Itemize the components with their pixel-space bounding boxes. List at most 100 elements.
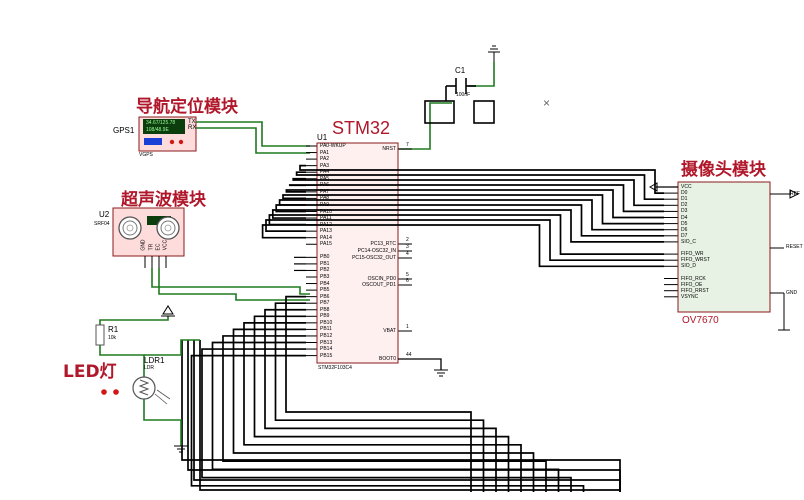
bus-wire-lower — [285, 295, 472, 492]
mcu-pin-label-pb9: PB9 — [320, 313, 330, 320]
mcu-pin-label-pb13: PB13 — [320, 339, 333, 346]
led-dot-1 — [101, 389, 107, 395]
ultrasonic-screen — [147, 216, 171, 225]
camera-module-title: 摄像头模块 — [681, 160, 766, 180]
gps-blue-button — [144, 138, 162, 145]
mcu-pin-label-pb12: PB12 — [320, 332, 333, 339]
bus-wire-upper — [299, 164, 664, 194]
bus-wire-lower — [253, 315, 510, 492]
mcu-pin-label-pb7: PB7 — [320, 300, 330, 307]
led-title: LED灯 — [63, 362, 117, 382]
mcu-pin-label-pb0: PB0 — [320, 254, 330, 261]
mcu-pin-label-pc14-osc32_in: PC14-OSC32_IN — [357, 248, 396, 254]
mcu-title: STM32 — [332, 118, 391, 138]
ultrasonic-eye-left — [118, 216, 142, 240]
close-icon[interactable]: × — [543, 96, 551, 110]
mcu-pin-label-pa11: PA11 — [320, 215, 332, 222]
capacitor-network — [398, 45, 500, 150]
wire-vcc-r1 — [99, 316, 169, 325]
gps-module-graphic — [138, 116, 310, 154]
ultrasonic-module-title: 超声波模块 — [121, 190, 206, 210]
camera-pin-label-vcc: VCC — [681, 184, 692, 190]
mcu-pin-label-pb8: PB8 — [320, 306, 330, 313]
mcu-pin-number: 4 — [406, 251, 409, 257]
ground-symbol-cap — [488, 45, 500, 62]
pb-short-wires — [294, 256, 306, 272]
mcu-pin-label-pc15-osc32_out: PC15-OSC32_OUT — [352, 255, 396, 261]
camera-module-graphic — [648, 181, 800, 331]
bus-upper-wires — [261, 164, 664, 268]
mcu-pin-label-pa12: PA12 — [320, 221, 332, 228]
capacitor-ref: C1 — [455, 66, 466, 75]
mcu-pin-label-pb4: PB4 — [320, 280, 330, 287]
mcu-pin-label-vbat: VBAT — [383, 328, 396, 334]
mcu-pin-label-pa7: PA7 — [320, 188, 330, 195]
ultrasonic-part: SRF04 — [94, 221, 110, 227]
mcu-pin-number: 2 — [406, 237, 409, 243]
bus-wire-upper — [261, 224, 664, 268]
mcu-pin-label-pa8: PA8 — [320, 195, 330, 202]
mcu-pin-label-pa3: PA3 — [320, 162, 330, 169]
led-dot-2 — [113, 389, 119, 395]
mcu-pin-label-pb6: PB6 — [320, 293, 330, 300]
mcu-pin-label-pa15: PA15 — [320, 241, 332, 248]
camera-pin-label-fifo_rck: FIFO_RCK — [681, 275, 706, 282]
mcu-ref: U1 — [317, 133, 328, 142]
camera-pin-label-d7: D7 — [681, 232, 688, 239]
capacitor-value: 100nF — [456, 92, 471, 98]
mcu-right-pin-wires — [398, 148, 412, 360]
camera-pin-reset: RESET — [786, 244, 803, 250]
camera-body — [677, 181, 771, 313]
wire-ldr-gnd — [143, 399, 182, 446]
mcu-pin-number: 3 — [406, 244, 409, 250]
mcu-pin-label-pa4: PA4 — [320, 169, 330, 176]
bus-wire-upper — [288, 184, 664, 213]
mcu-pin-label-pa9: PA9 — [320, 201, 330, 208]
led-section-graphic — [95, 305, 200, 453]
camera-pin-label-fifo_rrst: FIFO_RRST — [681, 287, 709, 294]
bus-wire-lower — [201, 348, 572, 492]
gps-led-2 — [178, 139, 184, 145]
camera-pin-label-vsync: VSYNC — [681, 293, 699, 300]
ultrasonic-pin-vcc: VCC — [162, 239, 169, 251]
wire-node-mcu — [144, 339, 200, 356]
gps-screen-line1: 34.67/125.78 — [146, 120, 176, 126]
wire-r1-ldr — [99, 345, 145, 378]
mcu-pin-label-pa13: PA13 — [320, 228, 332, 235]
ldr-part: LDR — [144, 365, 155, 371]
camera-pin-label-fifo_wrst: FIFO_WRST — [681, 257, 710, 264]
camera-pin-label-d6: D6 — [681, 226, 688, 233]
mcu-pin-label-boot0: BOOT0 — [379, 356, 396, 362]
mcu-pin-label-pa5: PA5 — [320, 175, 330, 182]
mcu-left-pin-wires — [306, 145, 317, 357]
cap-pad-right — [473, 100, 495, 124]
ultrasonic-pin-tr: TR — [148, 243, 155, 251]
camera-pin-label-d2: D2 — [681, 202, 688, 209]
gps-screen-line2: 108/48.9E — [146, 127, 169, 133]
camera-pin-label-sio_d: SIO_D — [681, 263, 697, 270]
wire-gps-tx — [196, 121, 310, 147]
boot0-ground — [398, 358, 448, 377]
wire-gps-rx — [196, 127, 310, 154]
bus-wire-upper — [271, 209, 664, 243]
camera-pin-label-d5: D5 — [681, 220, 688, 227]
mcu-pin-label-oscout_pd1: OSCOUT_PD1 — [362, 282, 396, 288]
ultrasonic-eye-right — [156, 216, 180, 240]
resistor-value: 10k — [108, 335, 117, 341]
ultrasonic-pin-gnd: GND — [140, 239, 147, 251]
mcu-pin-number: 6 — [406, 278, 409, 284]
resistor-ref: R1 — [108, 325, 119, 334]
mcu-pin-number: 5 — [406, 272, 409, 278]
bus-wire-lower — [193, 340, 621, 492]
ultrasonic-ref: U2 — [99, 210, 110, 219]
camera-pin-label-d4: D4 — [681, 214, 688, 221]
mcu-part: STM32F103C4 — [318, 365, 352, 371]
mcu-pin-label-pa2: PA2 — [320, 156, 330, 163]
ultrasonic-pin-ec: EC — [155, 243, 162, 251]
wire-cap-gnd — [468, 62, 495, 87]
ultrasonic-graphic — [112, 207, 310, 301]
camera-pin-label-d1: D1 — [681, 196, 688, 203]
bus-wire-upper — [282, 194, 664, 225]
gps-module-title: 导航定位模块 — [136, 97, 238, 117]
camera-pin-gnd: GND — [786, 290, 798, 296]
